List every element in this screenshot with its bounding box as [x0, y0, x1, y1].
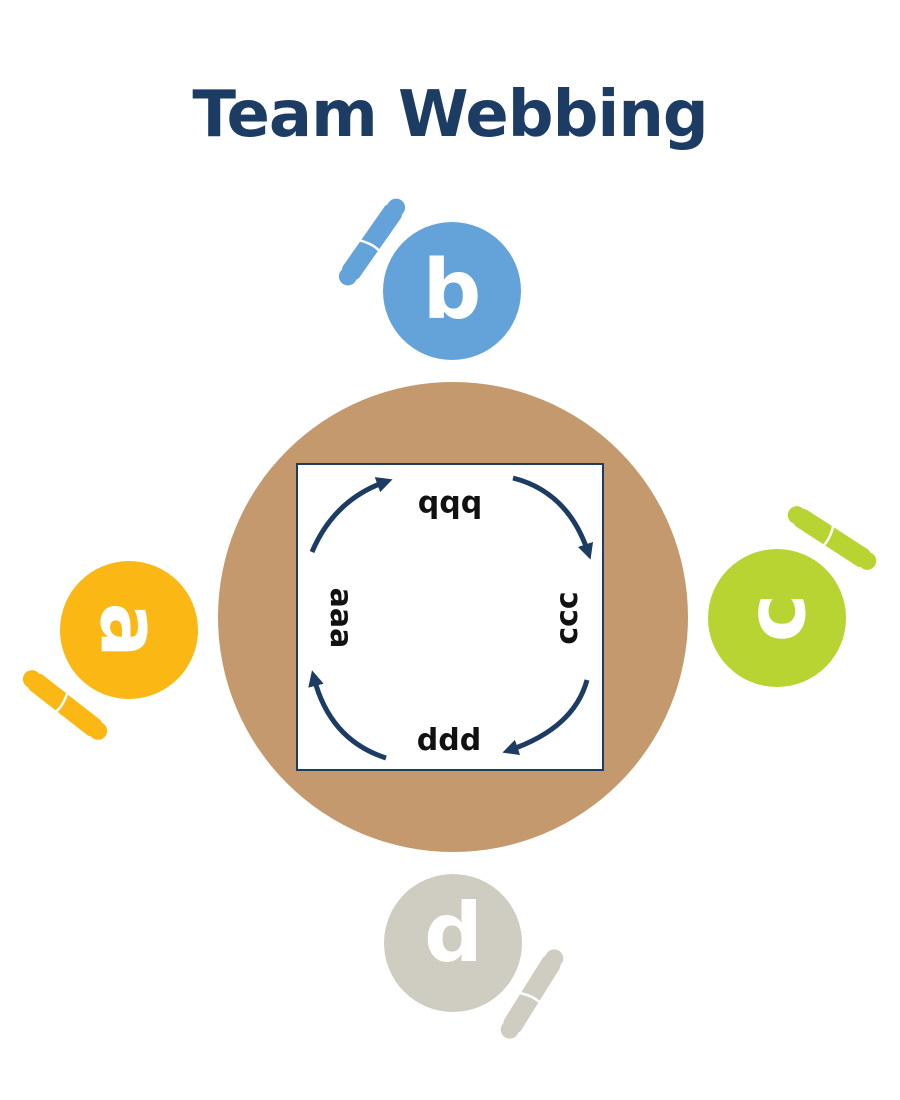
scroll-icon [500, 949, 564, 1039]
seat-d-circle: p [384, 874, 522, 1012]
arrow-clockwise-icon [309, 477, 393, 553]
paper-text-right: ccc [550, 591, 585, 645]
seat-c-circle: c [708, 549, 846, 687]
scroll-icon [787, 506, 877, 570]
seat-b-circle: b [383, 222, 521, 360]
arrow-clockwise-icon [512, 475, 594, 560]
shared-paper [296, 463, 604, 771]
diagram-title: Team Webbing [192, 78, 708, 152]
paper-text-bottom: ddd [416, 723, 482, 758]
arrow-clockwise-icon [308, 670, 387, 761]
paper-text-left: aaa [323, 587, 358, 649]
scroll-icon [22, 670, 108, 740]
arrow-clockwise-icon [502, 679, 590, 755]
paper-text-top: bbb [417, 488, 483, 523]
seat-b-label: b [422, 243, 482, 338]
scroll-icon [338, 198, 406, 286]
seat-a-circle: a [60, 561, 198, 699]
